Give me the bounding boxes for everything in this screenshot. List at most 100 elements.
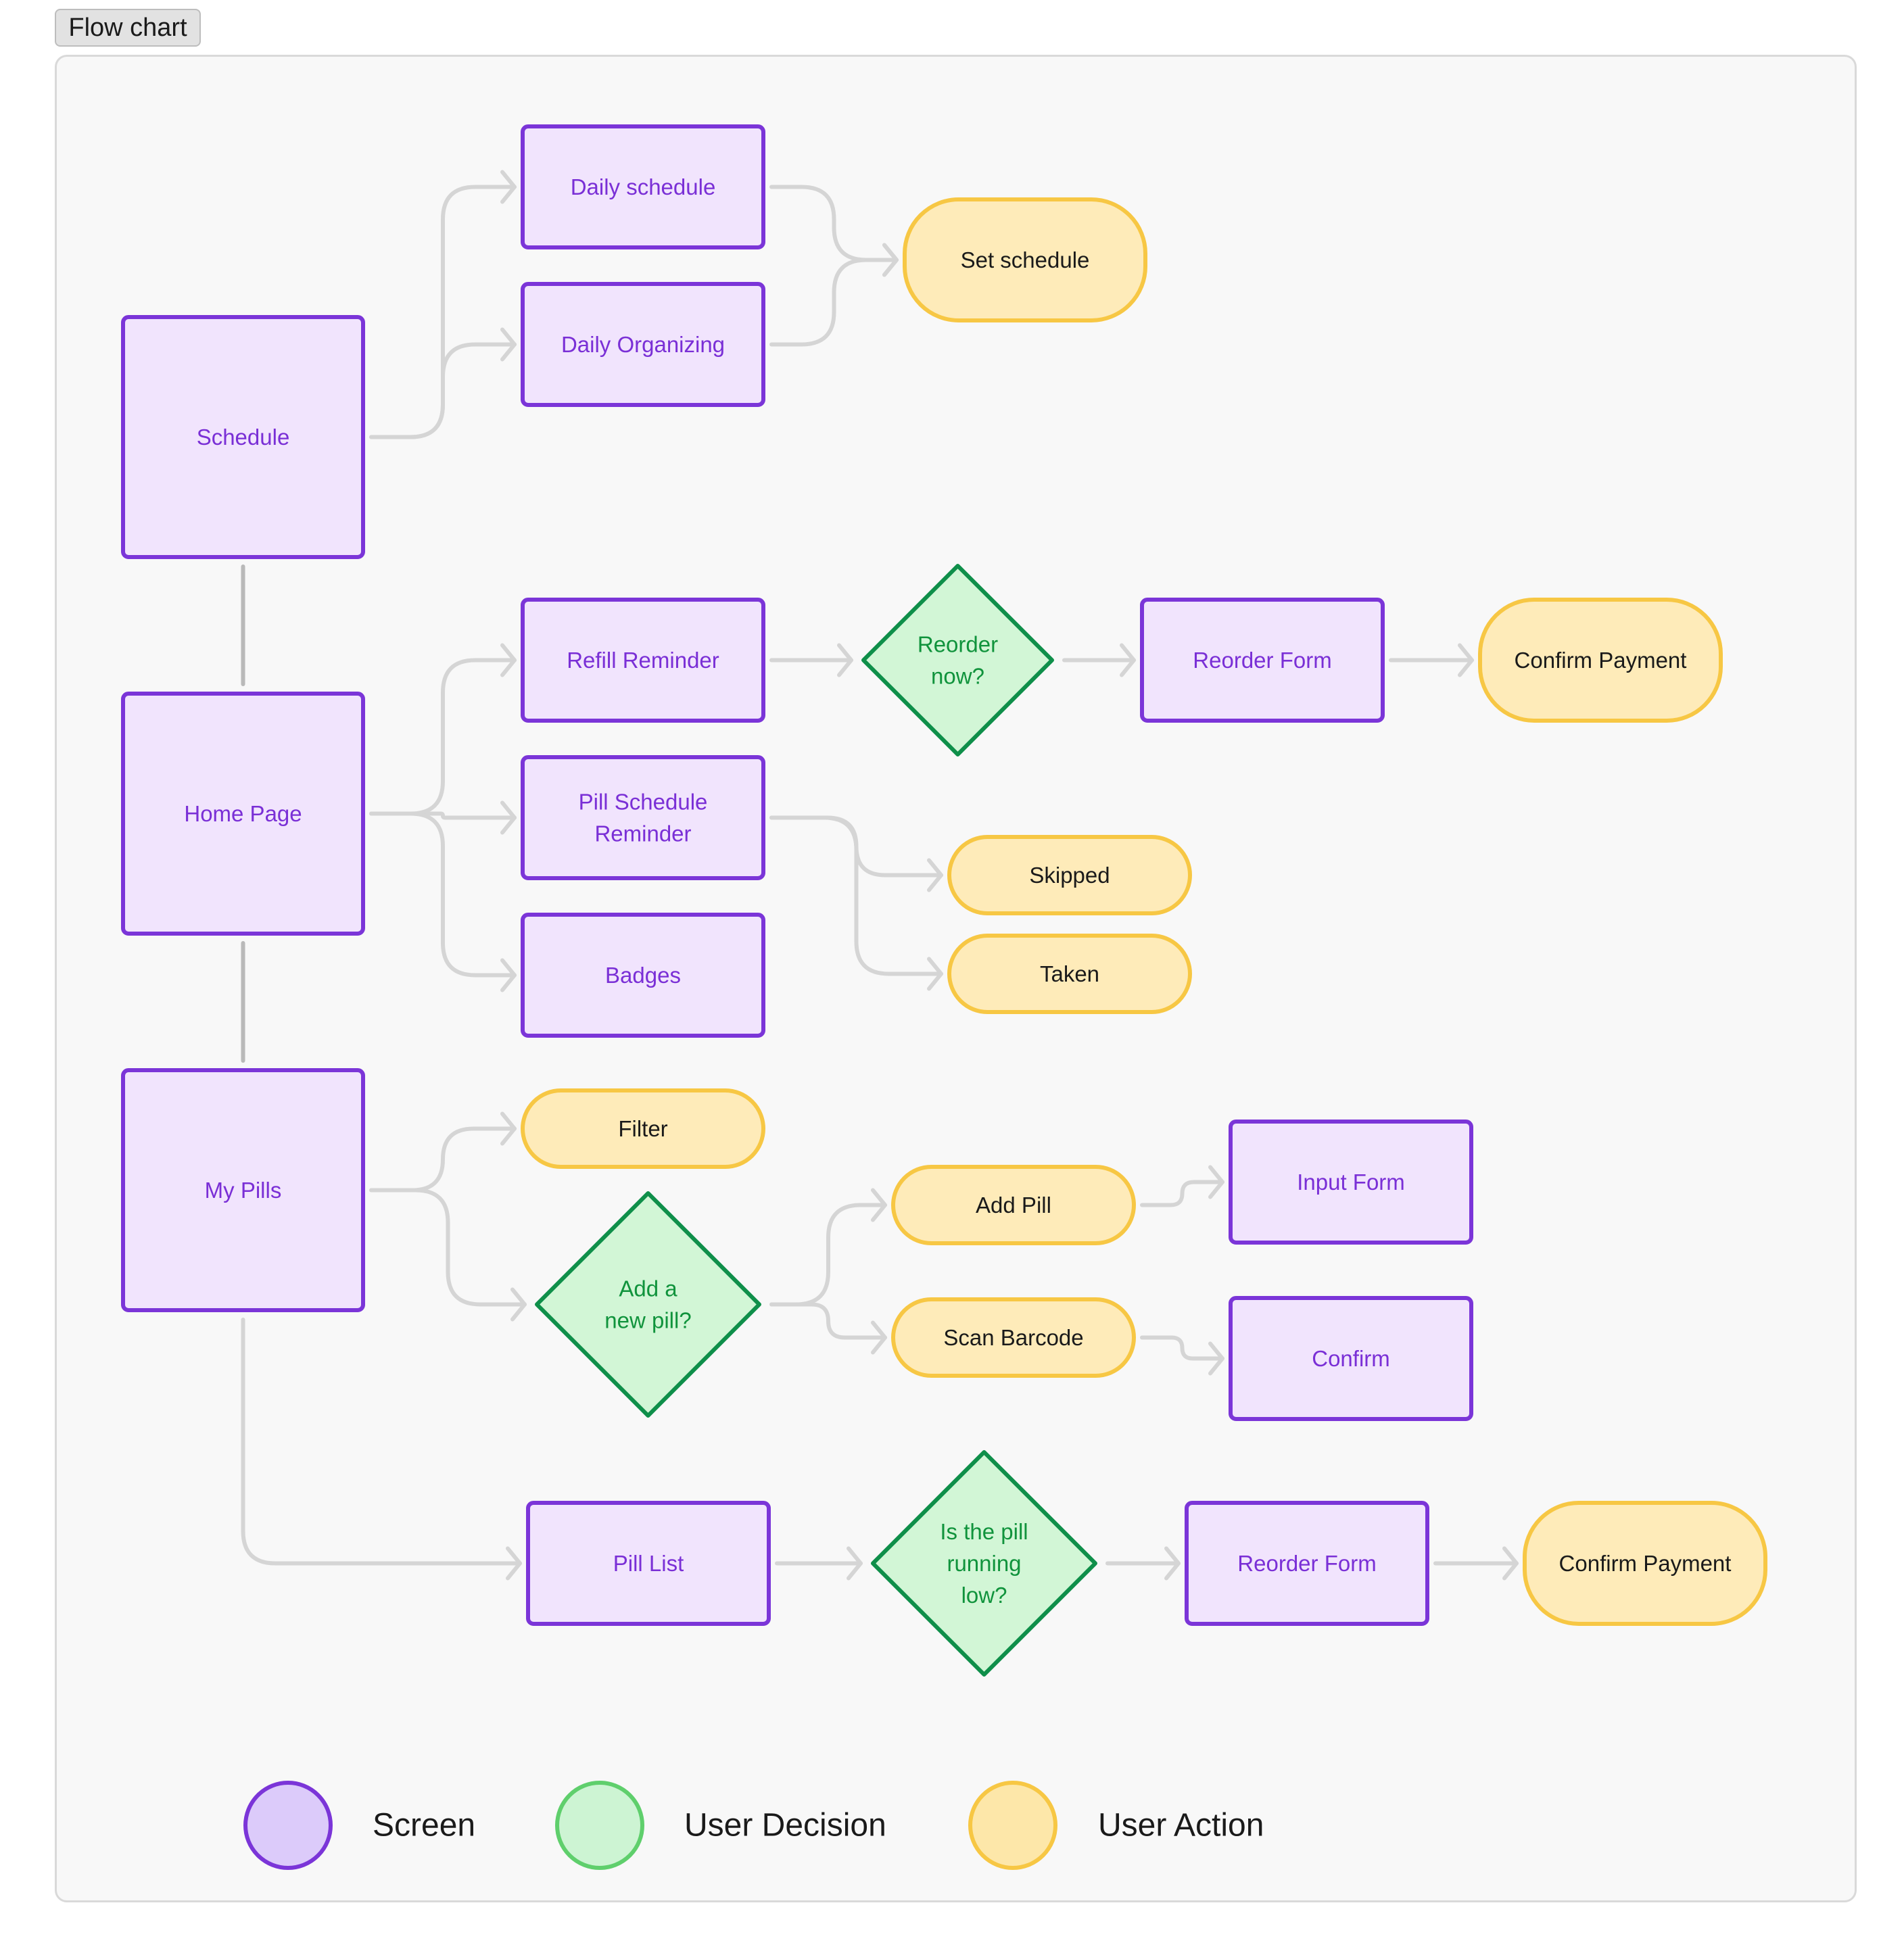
badges-node[interactable]: Badges bbox=[521, 913, 765, 1038]
daily-schedule-node[interactable]: Daily schedule bbox=[521, 124, 765, 249]
refill-reminder-shape bbox=[521, 598, 765, 723]
reorder-form-2-node[interactable]: Reorder Form bbox=[1185, 1501, 1429, 1626]
my-pills-node[interactable]: My Pills bbox=[121, 1068, 365, 1312]
skipped-shape bbox=[947, 835, 1192, 915]
edge-reorder-now-to-reorder-form-1-arrowhead bbox=[1120, 643, 1136, 677]
edge-home-page-to-pill-schedule-reminder-arrowhead bbox=[500, 800, 517, 835]
reorder-form-1-node[interactable]: Reorder Form bbox=[1140, 598, 1385, 723]
skipped-node[interactable]: Skipped bbox=[947, 835, 1192, 915]
legend-action: User Action bbox=[968, 1781, 1264, 1870]
home-page-node[interactable]: Home Page bbox=[121, 692, 365, 936]
confirm-payment-2-shape bbox=[1523, 1501, 1767, 1626]
edge-reorder-form-2-to-confirm-payment-2-arrowhead bbox=[1502, 1546, 1519, 1581]
edge-daily-schedule-to-set-schedule-line bbox=[769, 185, 899, 262]
edge-my-pills-to-add-new-pill-arrowhead bbox=[510, 1287, 527, 1322]
edge-pill-schedule-reminder-to-taken-line bbox=[769, 815, 943, 976]
reorder-now-shape bbox=[861, 564, 1054, 756]
confirm-node[interactable]: Confirm bbox=[1229, 1296, 1473, 1421]
edge-my-pills-to-pill-list-arrowhead bbox=[506, 1546, 522, 1581]
edge-reorder-form-2-to-confirm-payment-2 bbox=[1433, 1546, 1519, 1581]
set-schedule-node[interactable]: Set schedule bbox=[903, 197, 1147, 322]
edge-reorder-form-1-to-confirm-payment-1-arrowhead bbox=[1458, 643, 1474, 677]
edge-schedule-to-daily-organizing-arrowhead bbox=[500, 327, 517, 362]
edge-pill-schedule-reminder-to-taken bbox=[769, 815, 943, 991]
filter-node[interactable]: Filter bbox=[521, 1088, 765, 1169]
scan-barcode-node[interactable]: Scan Barcode bbox=[891, 1297, 1136, 1378]
edge-home-page-to-badges-arrowhead bbox=[500, 958, 517, 992]
edge-pill-list-to-pill-running-low-arrowhead bbox=[847, 1546, 863, 1581]
input-form-shape bbox=[1229, 1120, 1473, 1245]
edge-daily-organizing-to-set-schedule-line bbox=[769, 258, 899, 347]
home-page-shape bbox=[121, 692, 365, 936]
pill-running-low-shape bbox=[871, 1450, 1097, 1677]
edge-daily-organizing-to-set-schedule-arrowhead bbox=[882, 243, 899, 277]
flow-chart-tab[interactable]: Flow chart bbox=[55, 9, 201, 47]
legend-action-label: User Action bbox=[1098, 1808, 1264, 1844]
reorder-form-2-shape bbox=[1185, 1501, 1429, 1626]
confirm-payment-1-node[interactable]: Confirm Payment bbox=[1478, 598, 1723, 723]
edge-home-page-to-badges-line bbox=[369, 811, 517, 978]
daily-organizing-shape bbox=[521, 282, 765, 407]
edge-reorder-form-1-to-confirm-payment-1 bbox=[1389, 643, 1474, 677]
edge-my-pills-to-filter bbox=[369, 1111, 517, 1193]
add-pill-node[interactable]: Add Pill bbox=[891, 1165, 1136, 1245]
edge-my-pills-to-filter-arrowhead bbox=[500, 1111, 517, 1146]
edge-pill-running-low-to-reorder-form-2 bbox=[1105, 1546, 1181, 1581]
edge-refill-reminder-to-reorder-now bbox=[769, 643, 853, 677]
edge-daily-organizing-to-set-schedule bbox=[769, 243, 899, 347]
refill-reminder-node[interactable]: Refill Reminder bbox=[521, 598, 765, 723]
daily-organizing-node[interactable]: Daily Organizing bbox=[521, 282, 765, 407]
add-new-pill-shape bbox=[535, 1191, 761, 1418]
edge-home-page-to-refill-reminder bbox=[369, 643, 517, 816]
legend-decision: User Decision bbox=[555, 1781, 886, 1870]
edge-schedule-to-daily-organizing-line bbox=[369, 342, 517, 439]
edge-pill-schedule-reminder-to-skipped-arrowhead bbox=[927, 858, 943, 892]
edge-add-new-pill-to-add-pill bbox=[769, 1188, 887, 1307]
pill-list-node[interactable]: Pill List bbox=[526, 1501, 771, 1626]
reorder-form-1-shape bbox=[1140, 598, 1385, 723]
pill-schedule-reminder-shape bbox=[521, 755, 765, 880]
edge-add-new-pill-to-scan-barcode-line bbox=[769, 1302, 887, 1340]
edge-add-new-pill-to-add-pill-arrowhead bbox=[871, 1188, 887, 1222]
edge-home-page-to-pill-schedule-reminder-line bbox=[369, 811, 517, 820]
edge-home-page-to-pill-schedule-reminder bbox=[369, 800, 517, 835]
edge-scan-barcode-to-confirm bbox=[1140, 1335, 1224, 1376]
edge-my-pills-to-pill-list bbox=[241, 1318, 522, 1581]
legend-decision-swatch bbox=[555, 1781, 644, 1870]
edge-refill-reminder-to-reorder-now-arrowhead bbox=[837, 643, 853, 677]
legend-screen-label: Screen bbox=[373, 1808, 475, 1844]
edge-add-new-pill-to-scan-barcode-arrowhead bbox=[871, 1320, 887, 1355]
connectors bbox=[241, 170, 1519, 1581]
edge-add-pill-to-input-form bbox=[1140, 1165, 1224, 1207]
badges-shape bbox=[521, 913, 765, 1038]
add-pill-shape bbox=[891, 1165, 1136, 1245]
edge-scan-barcode-to-confirm-line bbox=[1140, 1335, 1224, 1361]
edge-my-pills-to-add-new-pill-line bbox=[369, 1188, 527, 1307]
edge-add-new-pill-to-add-pill-line bbox=[769, 1203, 887, 1307]
edge-my-pills-to-pill-list-line bbox=[241, 1318, 522, 1566]
edge-home-page-to-refill-reminder-arrowhead bbox=[500, 643, 517, 677]
legend: Screen User Decision User Action bbox=[243, 1781, 1264, 1870]
edge-add-pill-to-input-form-arrowhead bbox=[1208, 1165, 1224, 1199]
edge-my-pills-to-filter-line bbox=[369, 1126, 517, 1193]
edge-scan-barcode-to-confirm-arrowhead bbox=[1208, 1341, 1224, 1376]
legend-action-swatch bbox=[968, 1781, 1057, 1870]
confirm-payment-2-node[interactable]: Confirm Payment bbox=[1523, 1501, 1767, 1626]
taken-node[interactable]: Taken bbox=[947, 934, 1192, 1014]
edge-my-pills-to-add-new-pill bbox=[369, 1188, 527, 1322]
edge-pill-list-to-pill-running-low bbox=[775, 1546, 863, 1581]
schedule-node[interactable]: Schedule bbox=[121, 315, 365, 559]
edge-pill-schedule-reminder-to-taken-arrowhead bbox=[927, 957, 943, 991]
input-form-node[interactable]: Input Form bbox=[1229, 1120, 1473, 1245]
legend-screen: Screen bbox=[243, 1781, 475, 1870]
edge-add-new-pill-to-scan-barcode bbox=[769, 1302, 887, 1355]
edge-schedule-to-daily-schedule-arrowhead bbox=[500, 170, 517, 204]
edge-add-pill-to-input-form-line bbox=[1140, 1180, 1224, 1207]
my-pills-shape bbox=[121, 1068, 365, 1312]
